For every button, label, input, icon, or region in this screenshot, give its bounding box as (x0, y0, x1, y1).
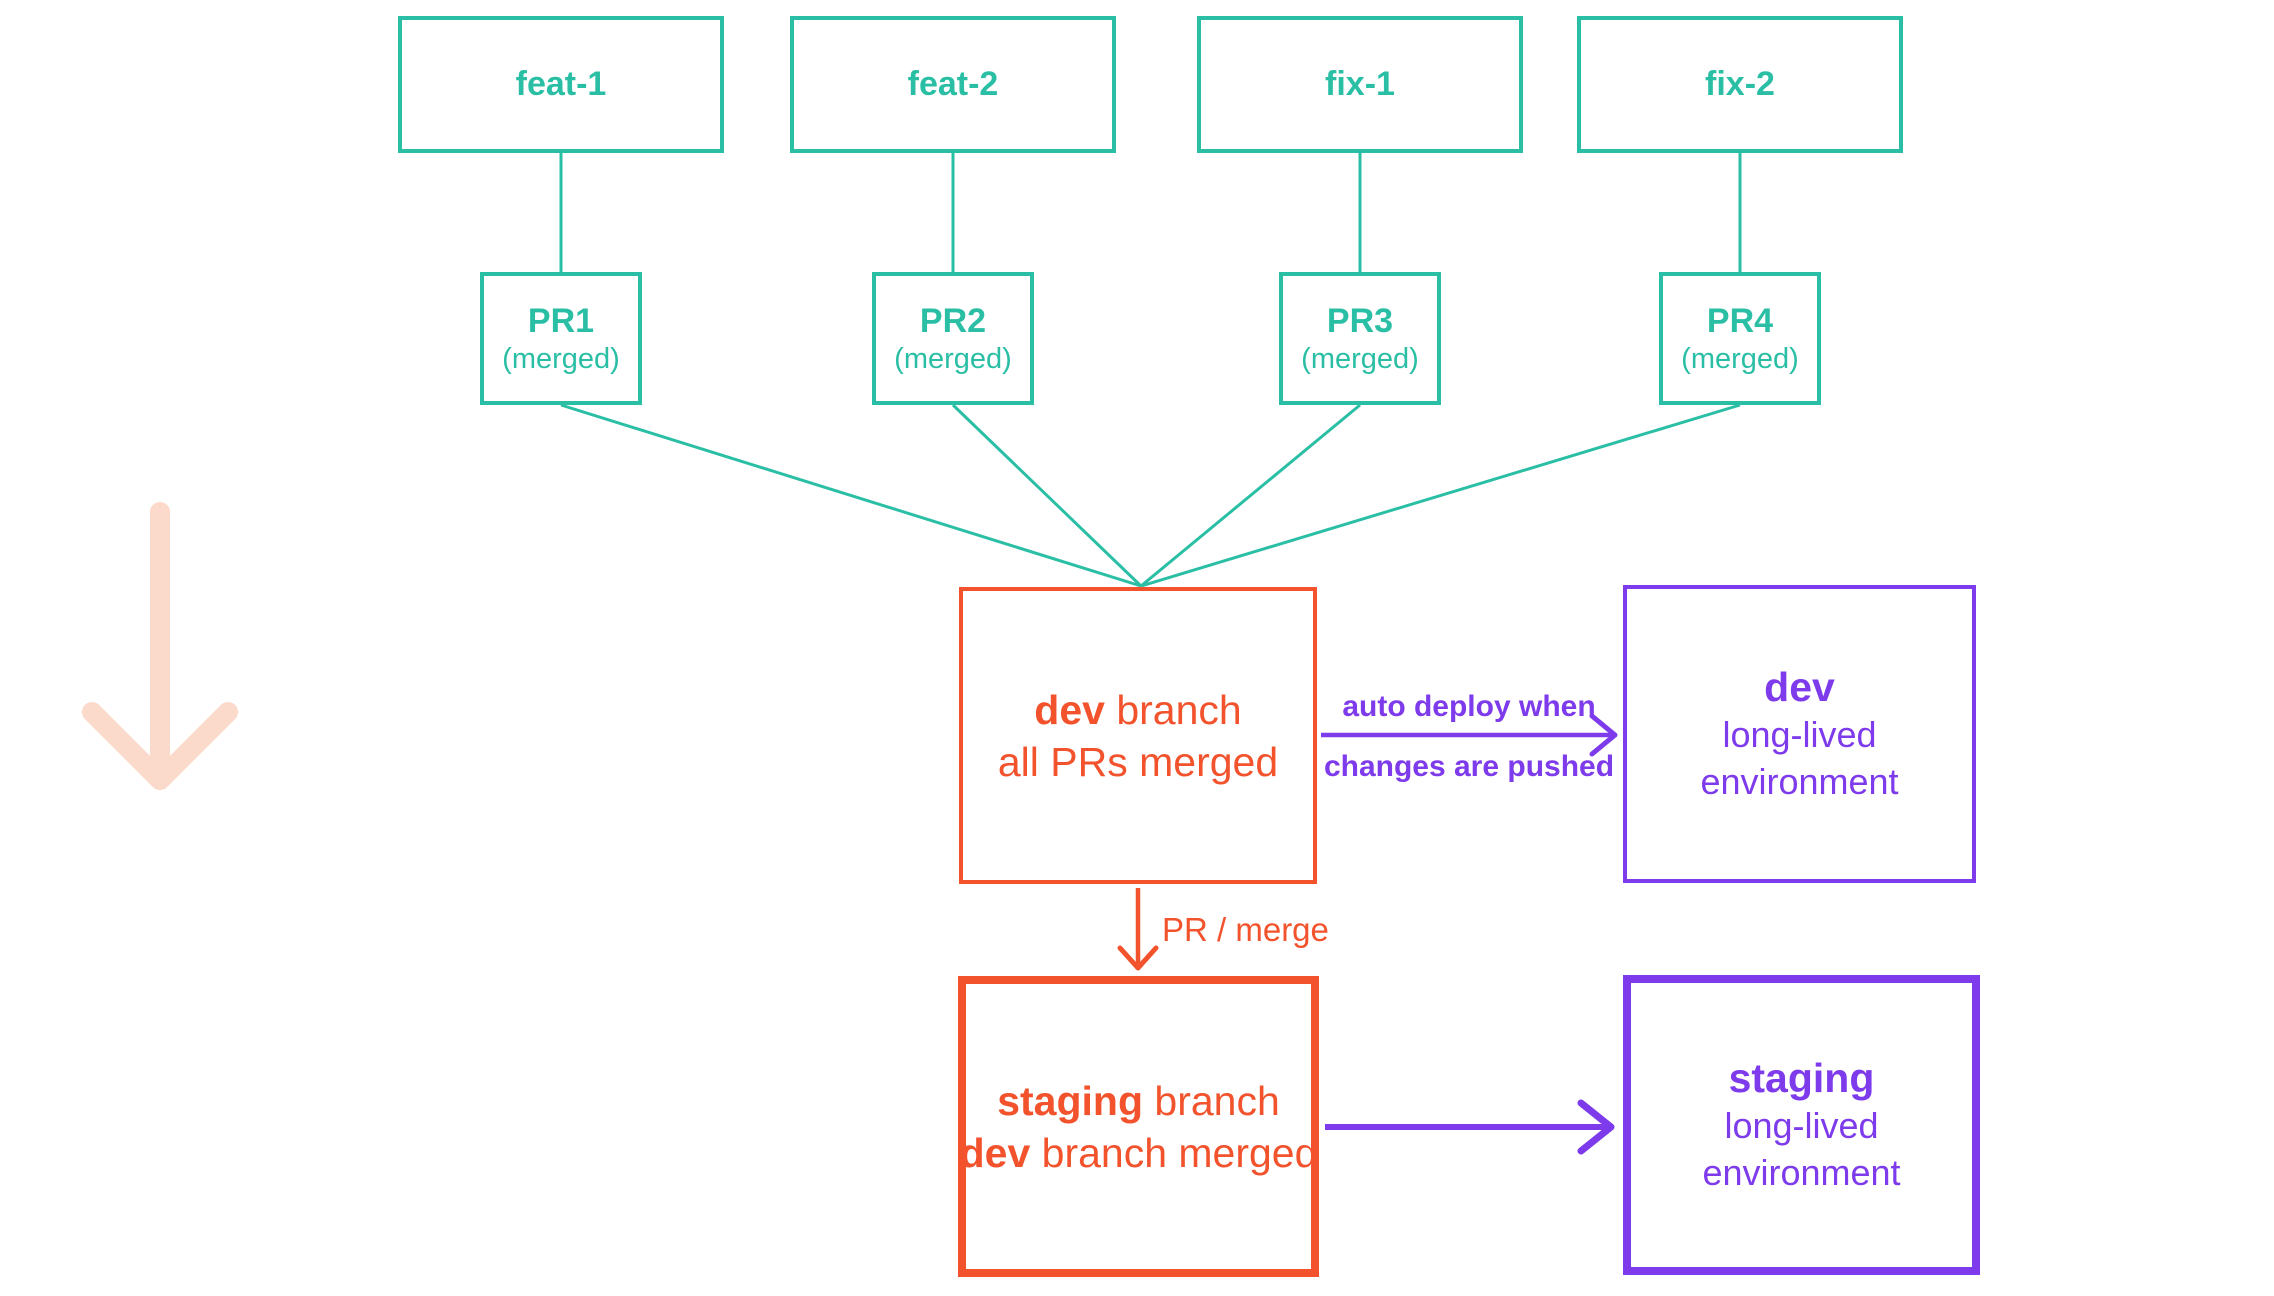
fix-2-label: fix-2 (1705, 65, 1775, 103)
staging-env-line2: environment (1702, 1152, 1901, 1193)
dev-env-line2: environment (1700, 761, 1899, 802)
feat-1-branch-node: feat-1 (398, 16, 724, 153)
pr-merge-label: PR / merge (1162, 911, 1329, 948)
feat-2-branch-node: feat-2 (790, 16, 1116, 153)
staging-branch-line1-bold: staging (997, 1077, 1144, 1124)
merge-line-pr4-dev (1140, 403, 1741, 588)
pr2-node: PR2 (merged) (872, 272, 1034, 405)
dev-branch-title-bold: dev (1034, 686, 1105, 733)
big-down-arrow-head (82, 702, 238, 790)
pr4-status: (merged) (1681, 342, 1799, 375)
staging-branch-line2-bold: dev (959, 1129, 1031, 1176)
pr2-status: (merged) (894, 342, 1012, 375)
dev-environment-node: dev long-lived environment (1623, 585, 1976, 883)
staging-branch-line2: dev branch merged (960, 1127, 1318, 1179)
auto-deploy-label-line1: auto deploy when (1342, 690, 1596, 723)
arrow-dev-to-devenv-head (1589, 713, 1618, 757)
merge-line-pr1-dev (560, 403, 1142, 588)
arrow-staging-to-stagingenv-head (1577, 1099, 1615, 1155)
pr2-title: PR2 (919, 301, 987, 340)
pr3-status: (merged) (1301, 342, 1419, 375)
staging-branch-line1: staging branch (997, 1075, 1280, 1127)
staging-environment-node: staging long-lived environment (1623, 975, 1980, 1275)
dev-env-title: dev (1764, 664, 1835, 710)
staging-env-title: staging (1728, 1055, 1875, 1101)
merge-line-pr3-dev (1140, 403, 1361, 588)
feat-1-label: feat-1 (515, 65, 607, 103)
dev-branch-title: dev branch (1034, 684, 1241, 736)
arrow-dev-to-staging-head (1117, 945, 1159, 971)
pr1-status: (merged) (502, 342, 620, 375)
pr1-title: PR1 (527, 301, 595, 340)
fix-1-label: fix-1 (1325, 65, 1395, 103)
dev-branch-title-rest: branch (1104, 686, 1242, 733)
staging-env-line1: long-lived (1724, 1105, 1879, 1146)
pr4-title: PR4 (1706, 301, 1774, 340)
dev-env-line1: long-lived (1722, 714, 1877, 755)
merge-line-pr2-dev (951, 403, 1143, 588)
dev-branch-node: dev branch all PRs merged (959, 587, 1317, 884)
feat-2-label: feat-2 (907, 65, 999, 103)
fix-2-branch-node: fix-2 (1577, 16, 1903, 153)
pr4-node: PR4 (merged) (1659, 272, 1821, 405)
fix-1-branch-node: fix-1 (1197, 16, 1523, 153)
auto-deploy-label-line2: changes are pushed (1323, 750, 1615, 783)
pr1-node: PR1 (merged) (480, 272, 642, 405)
dev-branch-subtitle: all PRs merged (997, 738, 1279, 785)
pr3-node: PR3 (merged) (1279, 272, 1441, 405)
staging-branch-line1-rest: branch (1143, 1077, 1280, 1124)
pr3-title: PR3 (1326, 301, 1394, 340)
staging-branch-line2-rest: branch merged (1030, 1129, 1318, 1176)
staging-branch-node: staging branch dev branch merged (958, 976, 1319, 1277)
